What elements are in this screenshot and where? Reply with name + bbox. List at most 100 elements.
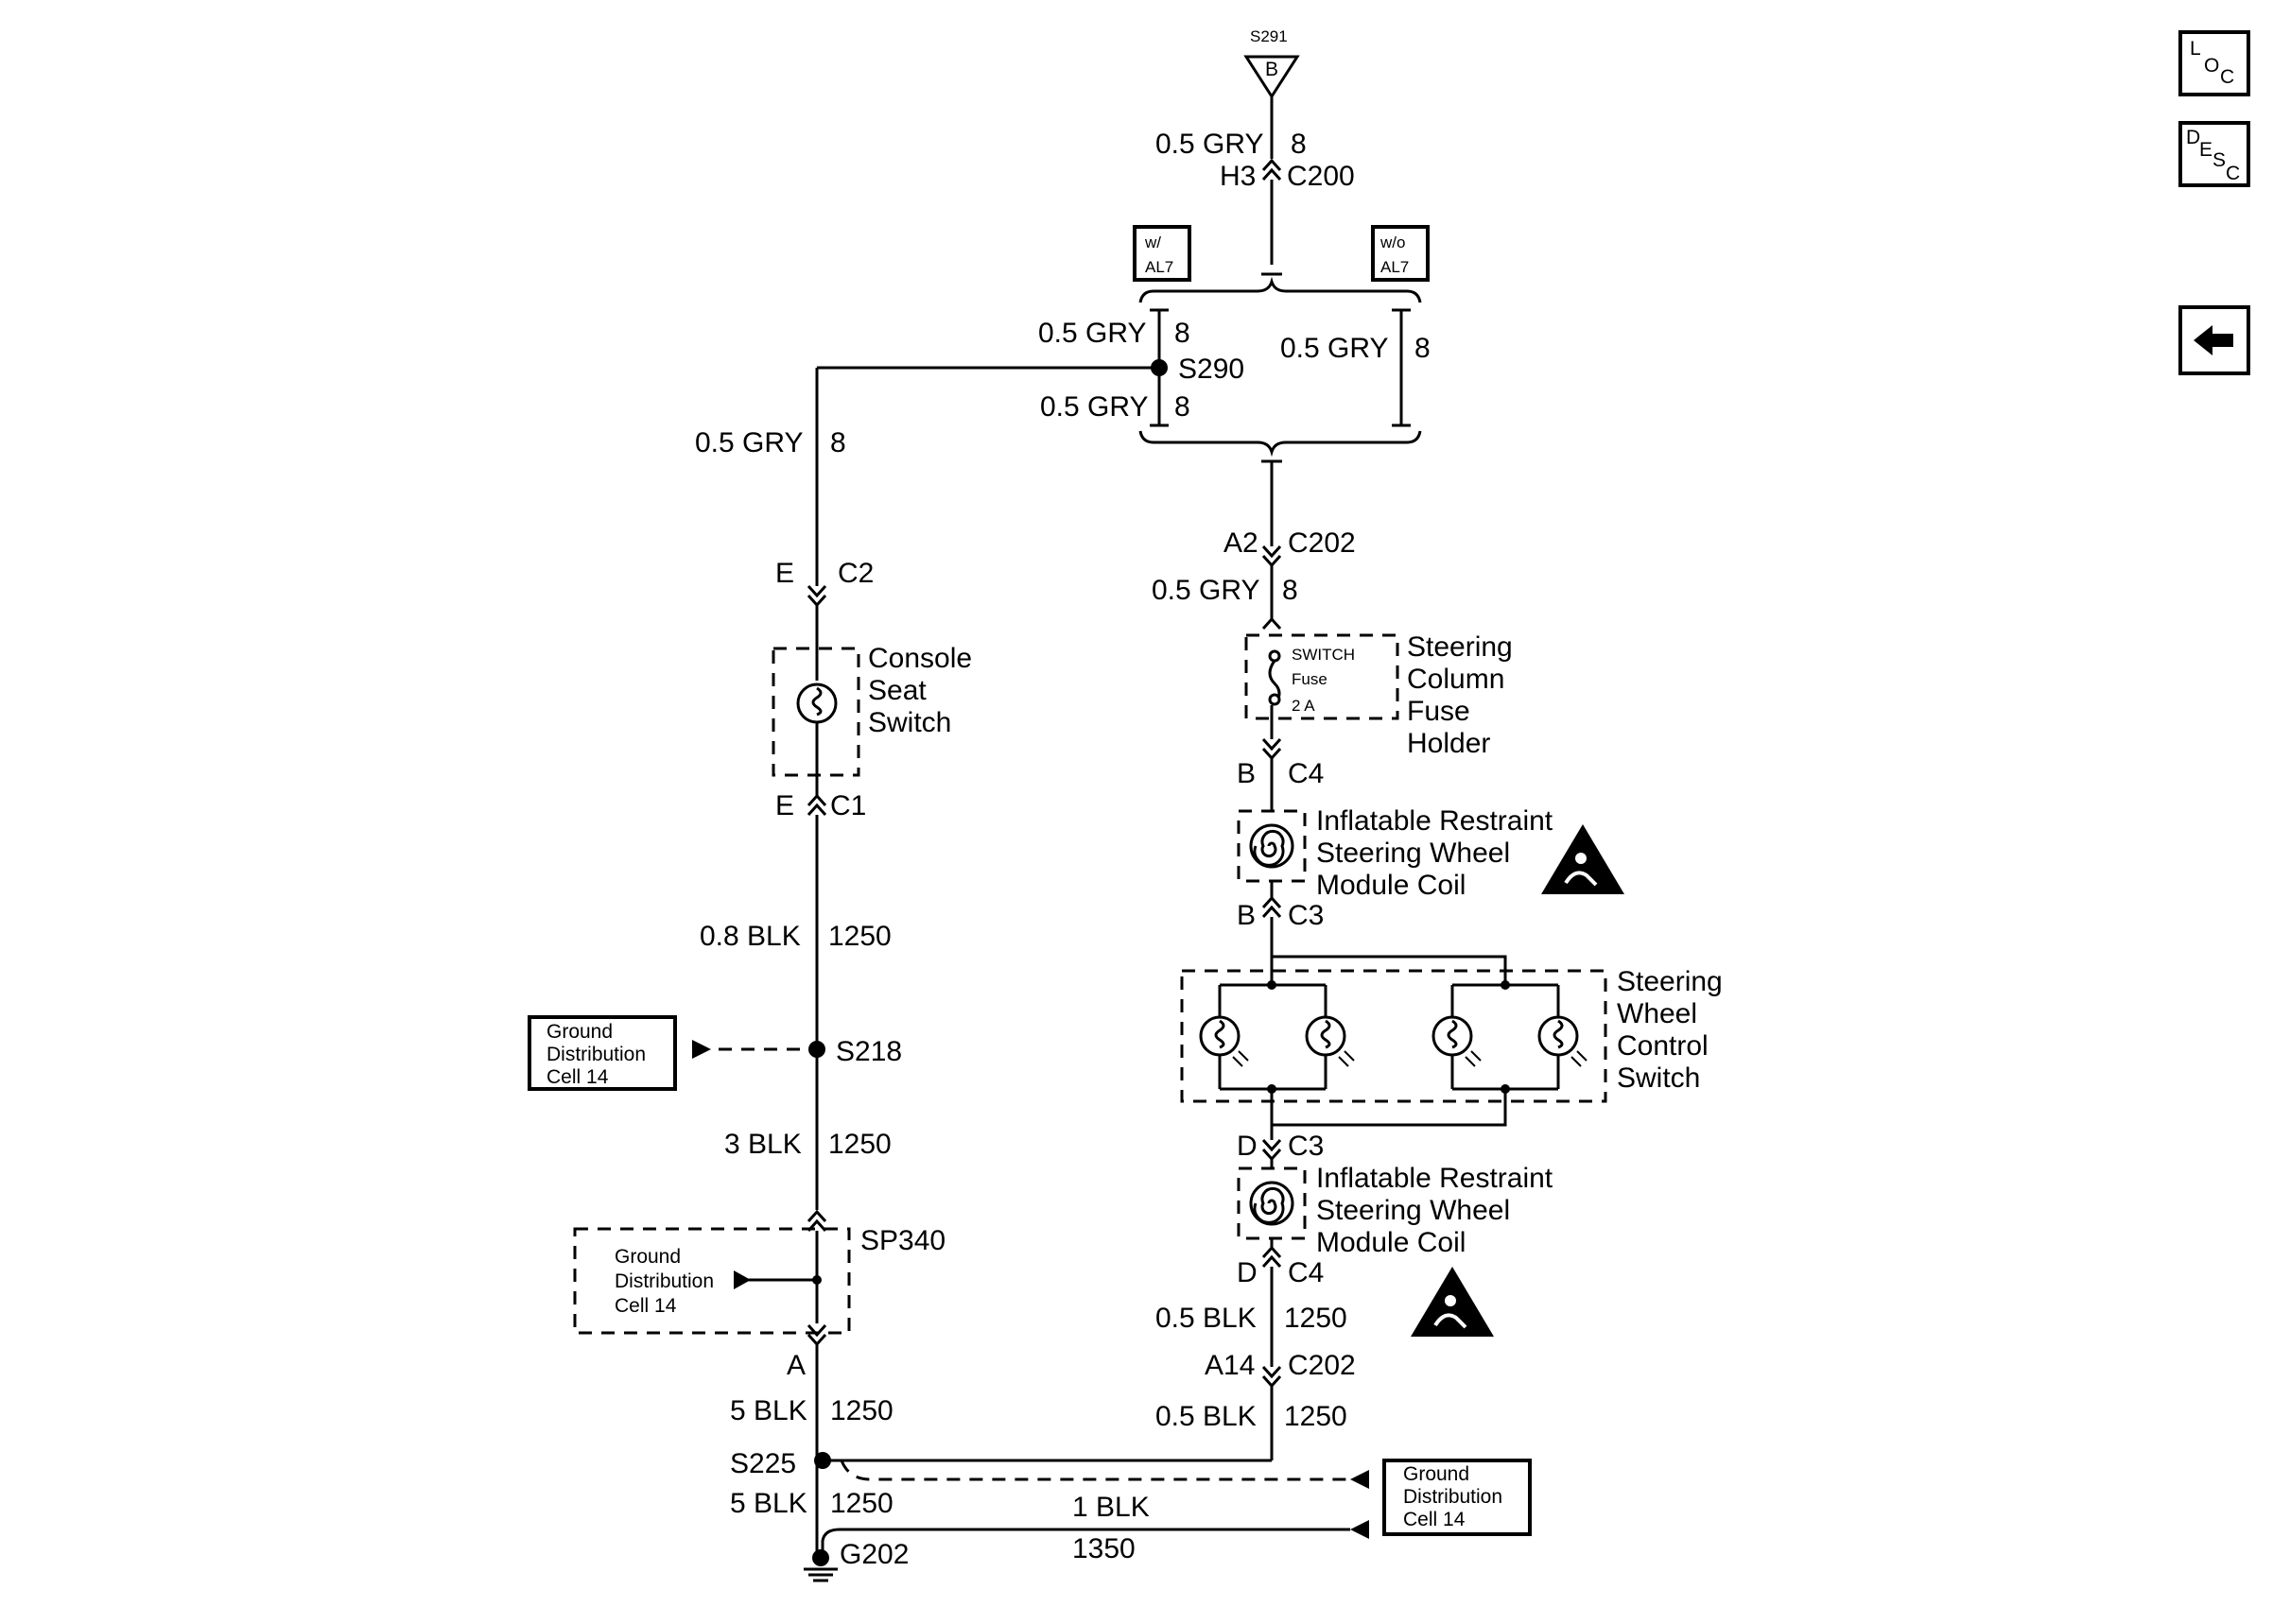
svg-text:E: E [775, 558, 794, 589]
coil-2-label: Inflatable Restraint Steering Wheel Modu… [1316, 1163, 1553, 1258]
svg-text:0.5 GRY: 0.5 GRY [1152, 575, 1260, 606]
pin-label: H3 [1220, 161, 1256, 192]
clockspring-icon [1249, 823, 1294, 869]
svg-text:Fuse: Fuse [1407, 696, 1470, 727]
clockspring-icon [1249, 1181, 1294, 1226]
svg-text:8: 8 [830, 427, 846, 458]
fuse-holder-label: Steering Column Fuse Holder [1407, 631, 1513, 759]
svg-text:1350: 1350 [1072, 1533, 1136, 1564]
desc-d: D [2186, 127, 2200, 148]
svg-text:w/o: w/o [1379, 233, 1405, 251]
ground-distribution-link-1[interactable]: Ground Distribution Cell 14 [528, 1015, 677, 1091]
svg-text:S291: S291 [1250, 27, 1288, 45]
svg-text:Distribution: Distribution [1403, 1486, 1502, 1508]
splice-s225: S225 [730, 1448, 796, 1479]
splice-s218: S218 [836, 1036, 902, 1067]
svg-text:C202: C202 [1288, 527, 1356, 559]
airbag-warning-icon [1541, 824, 1624, 894]
svg-text:Distribution: Distribution [547, 1044, 646, 1065]
desc-e: E [2199, 139, 2212, 161]
svg-text:Column: Column [1407, 664, 1504, 695]
svg-text:E: E [775, 790, 794, 821]
svg-text:w/: w/ [1144, 233, 1161, 251]
svg-text:A2: A2 [1223, 527, 1258, 559]
svg-text:Seat: Seat [868, 675, 927, 706]
svg-text:Fuse: Fuse [1292, 670, 1327, 688]
lamp-icon [1431, 985, 1482, 1089]
svg-text:8: 8 [1174, 391, 1190, 423]
back-arrow-icon [2194, 325, 2233, 355]
connector-label: C200 [1287, 161, 1355, 192]
loc-c: C [2220, 66, 2234, 88]
option-without-al7: w/o AL7 [1371, 225, 1430, 282]
svg-text:5 BLK: 5 BLK [730, 1395, 807, 1426]
svg-text:AL7: AL7 [1145, 258, 1173, 276]
svg-text:C2: C2 [838, 558, 874, 589]
svg-text:0.5 GRY: 0.5 GRY [695, 427, 804, 458]
svg-text:Cell 14: Cell 14 [615, 1295, 677, 1317]
back-button[interactable] [2178, 305, 2250, 375]
svg-text:Ground: Ground [615, 1246, 681, 1268]
svg-text:B: B [1265, 59, 1278, 80]
svg-text:B: B [1237, 758, 1256, 789]
splice-s291: S291 B [1243, 27, 1300, 99]
svg-text:1250: 1250 [830, 1395, 894, 1426]
option-with-al7: w/ AL7 [1133, 225, 1191, 282]
svg-text:B: B [1237, 900, 1256, 931]
lamp-icon [1199, 985, 1249, 1089]
splice-sp340: SP340 [860, 1225, 946, 1256]
svg-text:Switch: Switch [1617, 1063, 1700, 1094]
svg-text:Ground: Ground [547, 1021, 613, 1043]
svg-text:0.5 BLK: 0.5 BLK [1155, 1401, 1257, 1432]
svg-text:D: D [1237, 1257, 1258, 1288]
lamp-icon [1537, 985, 1588, 1089]
svg-text:SWITCH: SWITCH [1292, 646, 1355, 664]
svg-text:1250: 1250 [828, 1129, 892, 1160]
svg-text:Control: Control [1617, 1030, 1709, 1062]
wire-label: 0.5 GRY [1155, 129, 1264, 160]
svg-text:2 A: 2 A [1292, 697, 1315, 715]
loc-button[interactable]: L O C [2178, 30, 2250, 96]
loc-l: L [2190, 38, 2201, 60]
svg-text:A14: A14 [1205, 1350, 1255, 1381]
desc-button[interactable]: D E S C [2178, 121, 2250, 187]
svg-text:1250: 1250 [1284, 1303, 1347, 1334]
splice-s290: S290 [1178, 354, 1244, 385]
ground-distribution-link-3[interactable]: Ground Distribution Cell 14 [1382, 1459, 1532, 1536]
svg-text:5 BLK: 5 BLK [730, 1488, 807, 1519]
ground-icon [804, 1567, 838, 1582]
svg-text:0.5 GRY: 0.5 GRY [1038, 318, 1147, 349]
svg-text:Inflatable Restraint: Inflatable Restraint [1316, 805, 1553, 837]
svg-text:Console: Console [868, 643, 972, 674]
desc-s: S [2212, 149, 2226, 171]
ground-g202: G202 [840, 1539, 909, 1570]
svg-text:Cell 14: Cell 14 [1403, 1509, 1466, 1530]
svg-text:Inflatable Restraint: Inflatable Restraint [1316, 1163, 1553, 1194]
svg-text:D: D [1237, 1131, 1258, 1162]
svg-text:0.8 BLK: 0.8 BLK [700, 921, 801, 952]
svg-text:1250: 1250 [828, 921, 892, 952]
svg-text:AL7: AL7 [1380, 258, 1409, 276]
svg-text:C4: C4 [1288, 1257, 1324, 1288]
svg-text:Holder: Holder [1407, 728, 1490, 759]
svg-text:8: 8 [1414, 333, 1431, 364]
svg-text:A: A [787, 1350, 806, 1381]
svg-text:Steering: Steering [1407, 631, 1513, 663]
svg-text:Steering Wheel: Steering Wheel [1316, 1195, 1510, 1226]
svg-text:0.5 BLK: 0.5 BLK [1155, 1303, 1257, 1334]
loc-o: O [2204, 55, 2219, 77]
fuse-icon [1268, 649, 1281, 706]
svg-text:3 BLK: 3 BLK [724, 1129, 802, 1160]
svg-text:C3: C3 [1288, 900, 1324, 931]
svg-text:C1: C1 [830, 790, 866, 821]
svg-text:C4: C4 [1288, 758, 1324, 789]
svg-text:Module Coil: Module Coil [1316, 870, 1466, 901]
ground-distribution-link-2[interactable]: Ground Distribution Cell 14 [615, 1246, 714, 1317]
coil-1-label: Inflatable Restraint Steering Wheel Modu… [1316, 805, 1553, 901]
svg-text:1250: 1250 [1284, 1401, 1347, 1432]
svg-text:Steering Wheel: Steering Wheel [1316, 838, 1510, 869]
desc-c: C [2226, 163, 2240, 184]
lamp-icon [796, 682, 838, 724]
svg-text:Switch: Switch [868, 707, 951, 738]
